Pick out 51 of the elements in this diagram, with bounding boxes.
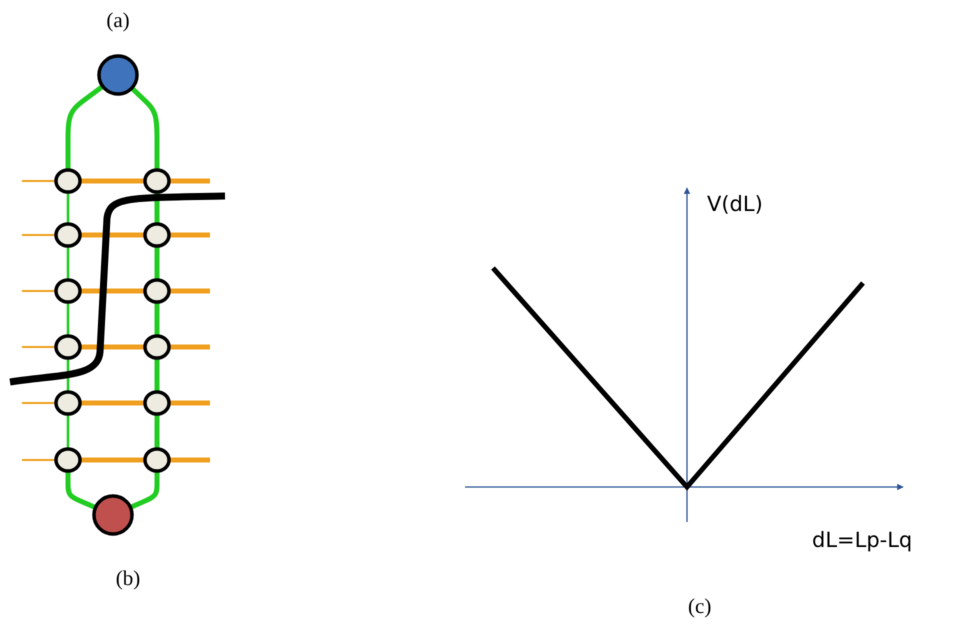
line-stub	[22, 234, 55, 236]
graph-edge	[66, 359, 70, 391]
graph-edge	[66, 247, 70, 279]
graph-node	[53, 389, 83, 417]
graph-edge	[66, 415, 70, 448]
graph-edge	[66, 303, 70, 335]
line-stub	[170, 458, 210, 462]
graph-edge	[66, 471, 96, 510]
graph-edge	[66, 193, 70, 223]
graph-node	[142, 167, 172, 195]
graph-edge	[154, 247, 160, 279]
graph-node	[53, 221, 83, 249]
graph-edge	[154, 359, 160, 391]
graph-node	[142, 389, 172, 417]
graph-edge	[154, 193, 160, 223]
graph-edge	[81, 232, 144, 238]
graph-node	[142, 221, 172, 249]
graph-node	[91, 493, 135, 537]
graph-edge	[81, 178, 144, 184]
axis-label: dL=Lp-Lq	[812, 530, 912, 551]
graph-edge	[154, 303, 160, 335]
line-stub	[170, 400, 210, 406]
line-stub	[22, 346, 55, 348]
graph-node	[53, 446, 83, 474]
graph-node	[142, 277, 172, 305]
graph-node	[142, 446, 172, 474]
line-stub	[22, 290, 55, 292]
graph-edge	[130, 86, 160, 169]
graph-edge	[154, 415, 160, 448]
axis-label: V(dL)	[707, 194, 763, 215]
graph-node	[96, 53, 140, 97]
line-stub	[22, 459, 55, 461]
line-stub	[22, 402, 55, 404]
line-stub	[170, 232, 210, 238]
panel-label: (c)	[688, 596, 712, 617]
graph-edge	[81, 400, 144, 406]
graph-edge	[81, 288, 144, 294]
graph-edge	[81, 344, 144, 350]
graph-edge	[81, 458, 144, 462]
graph-node	[53, 277, 83, 305]
line-stub	[170, 178, 210, 184]
graph-node	[53, 333, 83, 361]
node-caption: (b)	[116, 568, 140, 589]
graph-node	[142, 333, 172, 361]
node-caption: (a)	[106, 10, 130, 31]
graph-edge	[130, 471, 160, 510]
line-stub	[170, 288, 210, 294]
line-stub	[170, 344, 210, 350]
line-stub	[22, 180, 55, 182]
graph-node	[53, 167, 83, 195]
graph-edge	[66, 84, 104, 169]
